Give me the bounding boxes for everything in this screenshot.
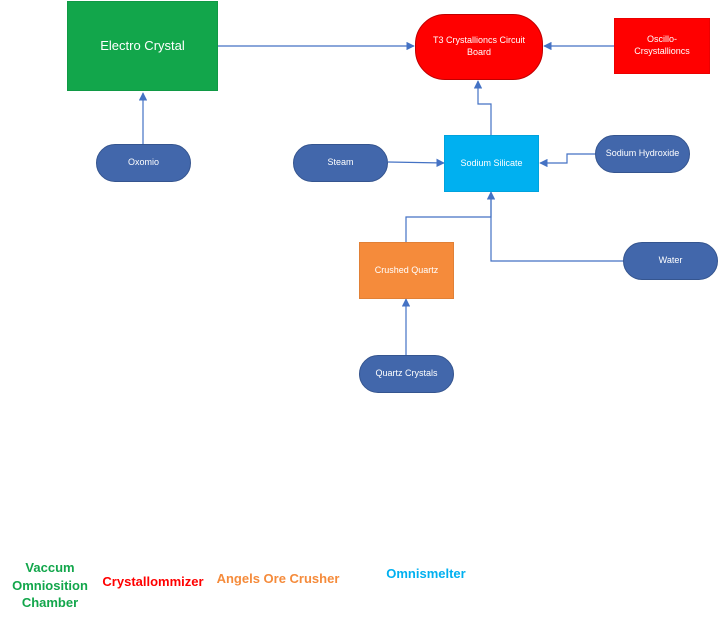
crushed-quartz-label: Crushed Quartz (374, 264, 439, 275)
legend-omnismelter: Omnismelter (376, 565, 476, 583)
oxomio-label: Oxomio (127, 157, 159, 168)
steam-label: Steam (327, 157, 354, 168)
water-label: Water (658, 255, 683, 266)
oscillo-node: Oscillo-Crsystallioncs (614, 18, 710, 74)
legend-vaccum-omniosition-chamber: Vaccum Omniosition Chamber (4, 559, 96, 612)
sodium-silicate-label: Sodium Silicate (460, 157, 523, 168)
quartz-crystals-node: Quartz Crystals (359, 355, 454, 393)
legend-vaccum-label: Vaccum Omniosition Chamber (12, 560, 88, 611)
edge-hydroxide-to-silicate (539, 153, 595, 168)
t3-board-label: T3 Crystallioncs Circuit Board (432, 35, 526, 57)
edge-quartz-to-silicate (405, 191, 496, 242)
sodium-silicate-node: Sodium Silicate (444, 135, 539, 192)
sodium-hydroxide-node: Sodium Hydroxide (595, 135, 690, 173)
crushed-quartz-node: Crushed Quartz (359, 242, 454, 299)
electro-crystal-node: Electro Crystal (67, 1, 218, 91)
water-node: Water (623, 242, 718, 280)
legend-angels-label: Angels Ore Crusher (216, 571, 340, 586)
oscillo-label: Oscillo-Crsystallioncs (634, 34, 690, 56)
electro-crystal-label: Electro Crystal (100, 37, 185, 53)
edge-water-to-silicate (490, 193, 623, 262)
t3-board-node: T3 Crystallioncs Circuit Board (415, 14, 543, 80)
oxomio-node: Oxomio (96, 144, 191, 182)
quartz-crystals-label: Quartz Crystals (375, 368, 438, 379)
steam-node: Steam (293, 144, 388, 182)
legend-crystallommizer: Crystallommizer (97, 573, 209, 591)
legend-omnismelter-label: Omnismelter (386, 566, 466, 581)
edge-steam-to-silicate (387, 158, 445, 168)
legend-crystallommizer-label: Crystallommizer (102, 574, 204, 589)
legend-angels-ore-crusher: Angels Ore Crusher (212, 570, 344, 588)
sodium-hydroxide-label: Sodium Hydroxide (605, 148, 680, 159)
edge-silicate-to-t3 (473, 80, 492, 135)
